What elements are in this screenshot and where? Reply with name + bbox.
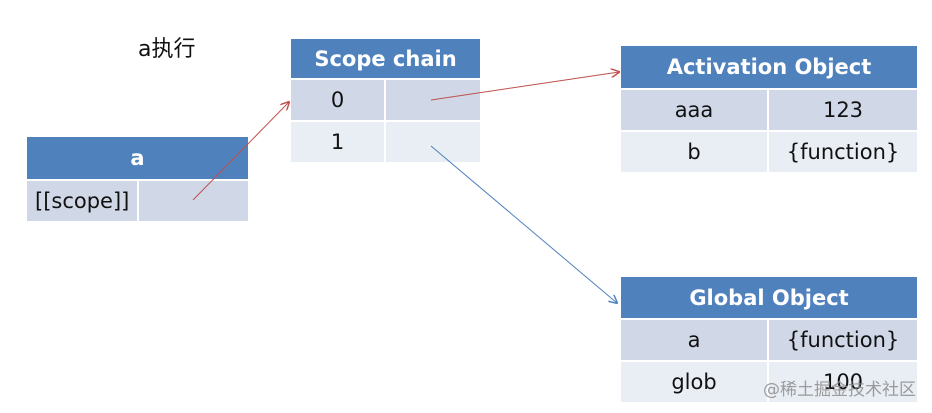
table-row: b {function} [621, 131, 918, 172]
activation-object-header: Activation Object [621, 46, 918, 90]
table-row: [[scope]] [27, 180, 249, 221]
table-row: 1 [291, 121, 480, 162]
scope-chain-table: Scope chain 0 1 [291, 39, 480, 162]
property-name: aaa [621, 89, 769, 132]
property-value: {function} [768, 319, 918, 362]
property-value: 123 [768, 89, 918, 132]
scope-property-label: [[scope]] [27, 180, 139, 221]
property-value: {function} [768, 131, 918, 172]
table-row: glob 100 [621, 361, 918, 402]
scope-chain-header: Scope chain [291, 39, 480, 80]
arrow-chain1-to-global [430, 145, 617, 303]
table-row: 0 [291, 79, 480, 122]
table-row: a {function} [621, 319, 918, 362]
property-value: 100 [768, 361, 918, 402]
caption-a-execute: a执行 [138, 37, 196, 62]
arrow-scope-to-chain [192, 102, 289, 201]
scope-chain-index: 0 [291, 79, 386, 122]
watermark: @稀土掘金技术社区 [763, 380, 916, 400]
function-a-header: a [27, 137, 249, 181]
arrow-chain0-to-activation [430, 72, 619, 101]
property-name: glob [621, 361, 769, 402]
property-name: b [621, 131, 769, 172]
table-row: aaa 123 [621, 89, 918, 132]
global-object-header: Global Object [621, 277, 918, 320]
property-name: a [621, 319, 769, 362]
scope-chain-index: 1 [291, 121, 386, 162]
global-object-table: Global Object a {function} glob 100 [621, 277, 918, 402]
scope-chain-value [385, 79, 480, 122]
scope-chain-value [385, 121, 480, 162]
scope-property-value [138, 180, 249, 221]
activation-object-table: Activation Object aaa 123 b {function} [621, 46, 918, 172]
function-a-table: a [[scope]] [27, 137, 249, 221]
